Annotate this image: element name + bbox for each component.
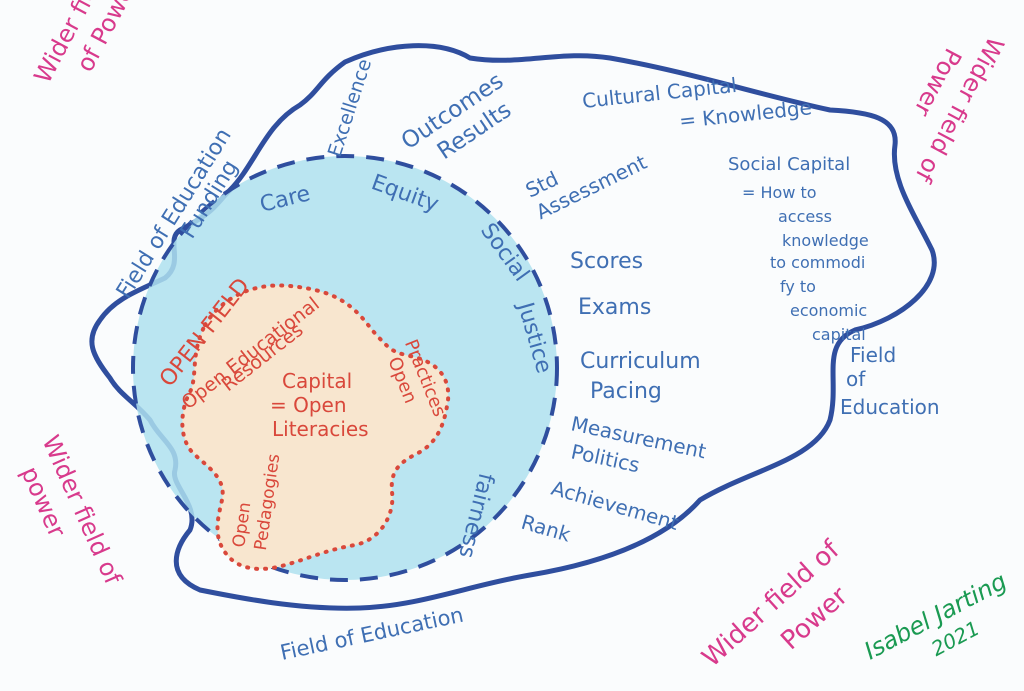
wider-field-bottom-left: Wider field of power — [15, 431, 127, 589]
capital-line1: Capital — [282, 369, 352, 393]
signature: Isabel Jarting 2021 — [860, 567, 1012, 665]
capital-open-literacies-label: Capital = Open Literacies — [270, 369, 369, 441]
social-capital-line4: knowledge — [782, 231, 869, 250]
field-of-education-right-line1: Field — [850, 343, 896, 367]
social-justice-dashed-boundary — [131, 154, 559, 582]
social-capital-line1: Social Capital — [728, 154, 850, 175]
social-capital-line8: capital — [812, 325, 866, 344]
field-of-education-bottom: Field of Education — [278, 603, 466, 665]
scores-label: Scores — [570, 249, 643, 274]
capital-line3: Literacies — [272, 417, 369, 441]
capital-line2: = Open — [270, 393, 347, 417]
curriculum-pacing-label: Curriculum Pacing — [580, 349, 701, 404]
measurement-politics-label: Measurement Politics — [569, 411, 708, 477]
wider-field-bottom-center: Wider field of Power — [697, 534, 855, 673]
wider-field-top-right: Wider field of Power — [908, 32, 1009, 187]
social-capital-line2: = How to — [742, 183, 817, 202]
social-capital-line6: fy to — [780, 277, 816, 296]
std-assessment-label: Std Assessment — [522, 150, 651, 224]
field-of-education-right-line3: Education — [840, 395, 940, 419]
exams-label: Exams — [578, 295, 651, 320]
wider-field-top-left: Wider field of Power — [29, 0, 145, 88]
cultural-capital-label: Cultural Capital = Knowledge — [581, 73, 813, 133]
open-field-area — [180, 283, 451, 571]
pacing-line: Pacing — [590, 379, 662, 404]
social-capital-line3: access — [778, 207, 832, 226]
field-of-education-right: Field of Education — [840, 343, 940, 419]
field-of-education-right-line2: of — [846, 367, 866, 391]
curriculum-line: Curriculum — [580, 349, 701, 374]
rank-label: Rank — [519, 510, 574, 547]
social-capital-label: Social Capital = How to access knowledge… — [728, 154, 869, 344]
social-capital-line5: to commodi — [770, 253, 865, 272]
social-capital-line7: economic — [790, 301, 867, 320]
